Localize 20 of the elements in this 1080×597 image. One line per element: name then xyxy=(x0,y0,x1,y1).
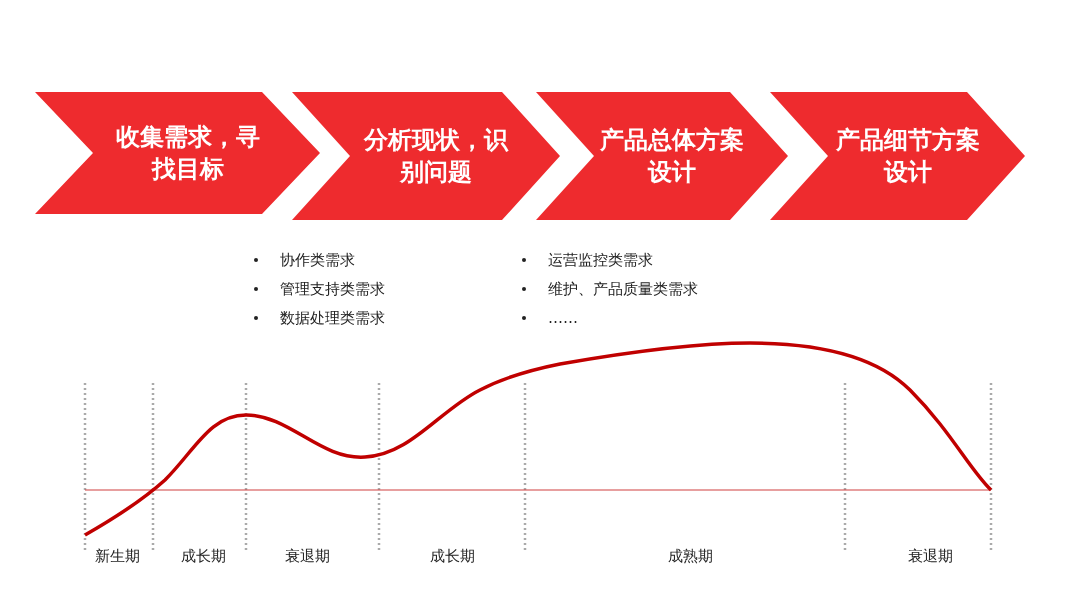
stage-label: 成长期 xyxy=(180,546,226,566)
stage-label: 成熟期 xyxy=(667,546,713,566)
chevron-step xyxy=(292,92,560,220)
stage-label: 成长期 xyxy=(429,546,475,566)
step-title: 产品总体方案设计 xyxy=(599,125,745,188)
chevron-step xyxy=(770,92,1025,220)
bullet-item: 维护、产品质量类需求 xyxy=(548,279,698,299)
bullet-item: 数据处理类需求 xyxy=(280,308,385,328)
bullet-item: 运营监控类需求 xyxy=(548,250,653,270)
step-title: 收集需求，寻找目标 xyxy=(114,122,261,185)
step-title: 产品细节方案设计 xyxy=(834,125,981,188)
step-title: 分析现状，识别问题 xyxy=(362,125,510,188)
stage-label: 新生期 xyxy=(94,546,140,566)
chevron-step xyxy=(35,92,320,214)
bullet-item: 协作类需求 xyxy=(280,250,355,270)
stage-label: 衰退期 xyxy=(284,546,330,566)
bullet-item: 管理支持类需求 xyxy=(280,279,385,299)
bullet-item: …… xyxy=(548,308,578,328)
stage-label: 衰退期 xyxy=(907,546,953,566)
chevron-step xyxy=(536,92,788,220)
